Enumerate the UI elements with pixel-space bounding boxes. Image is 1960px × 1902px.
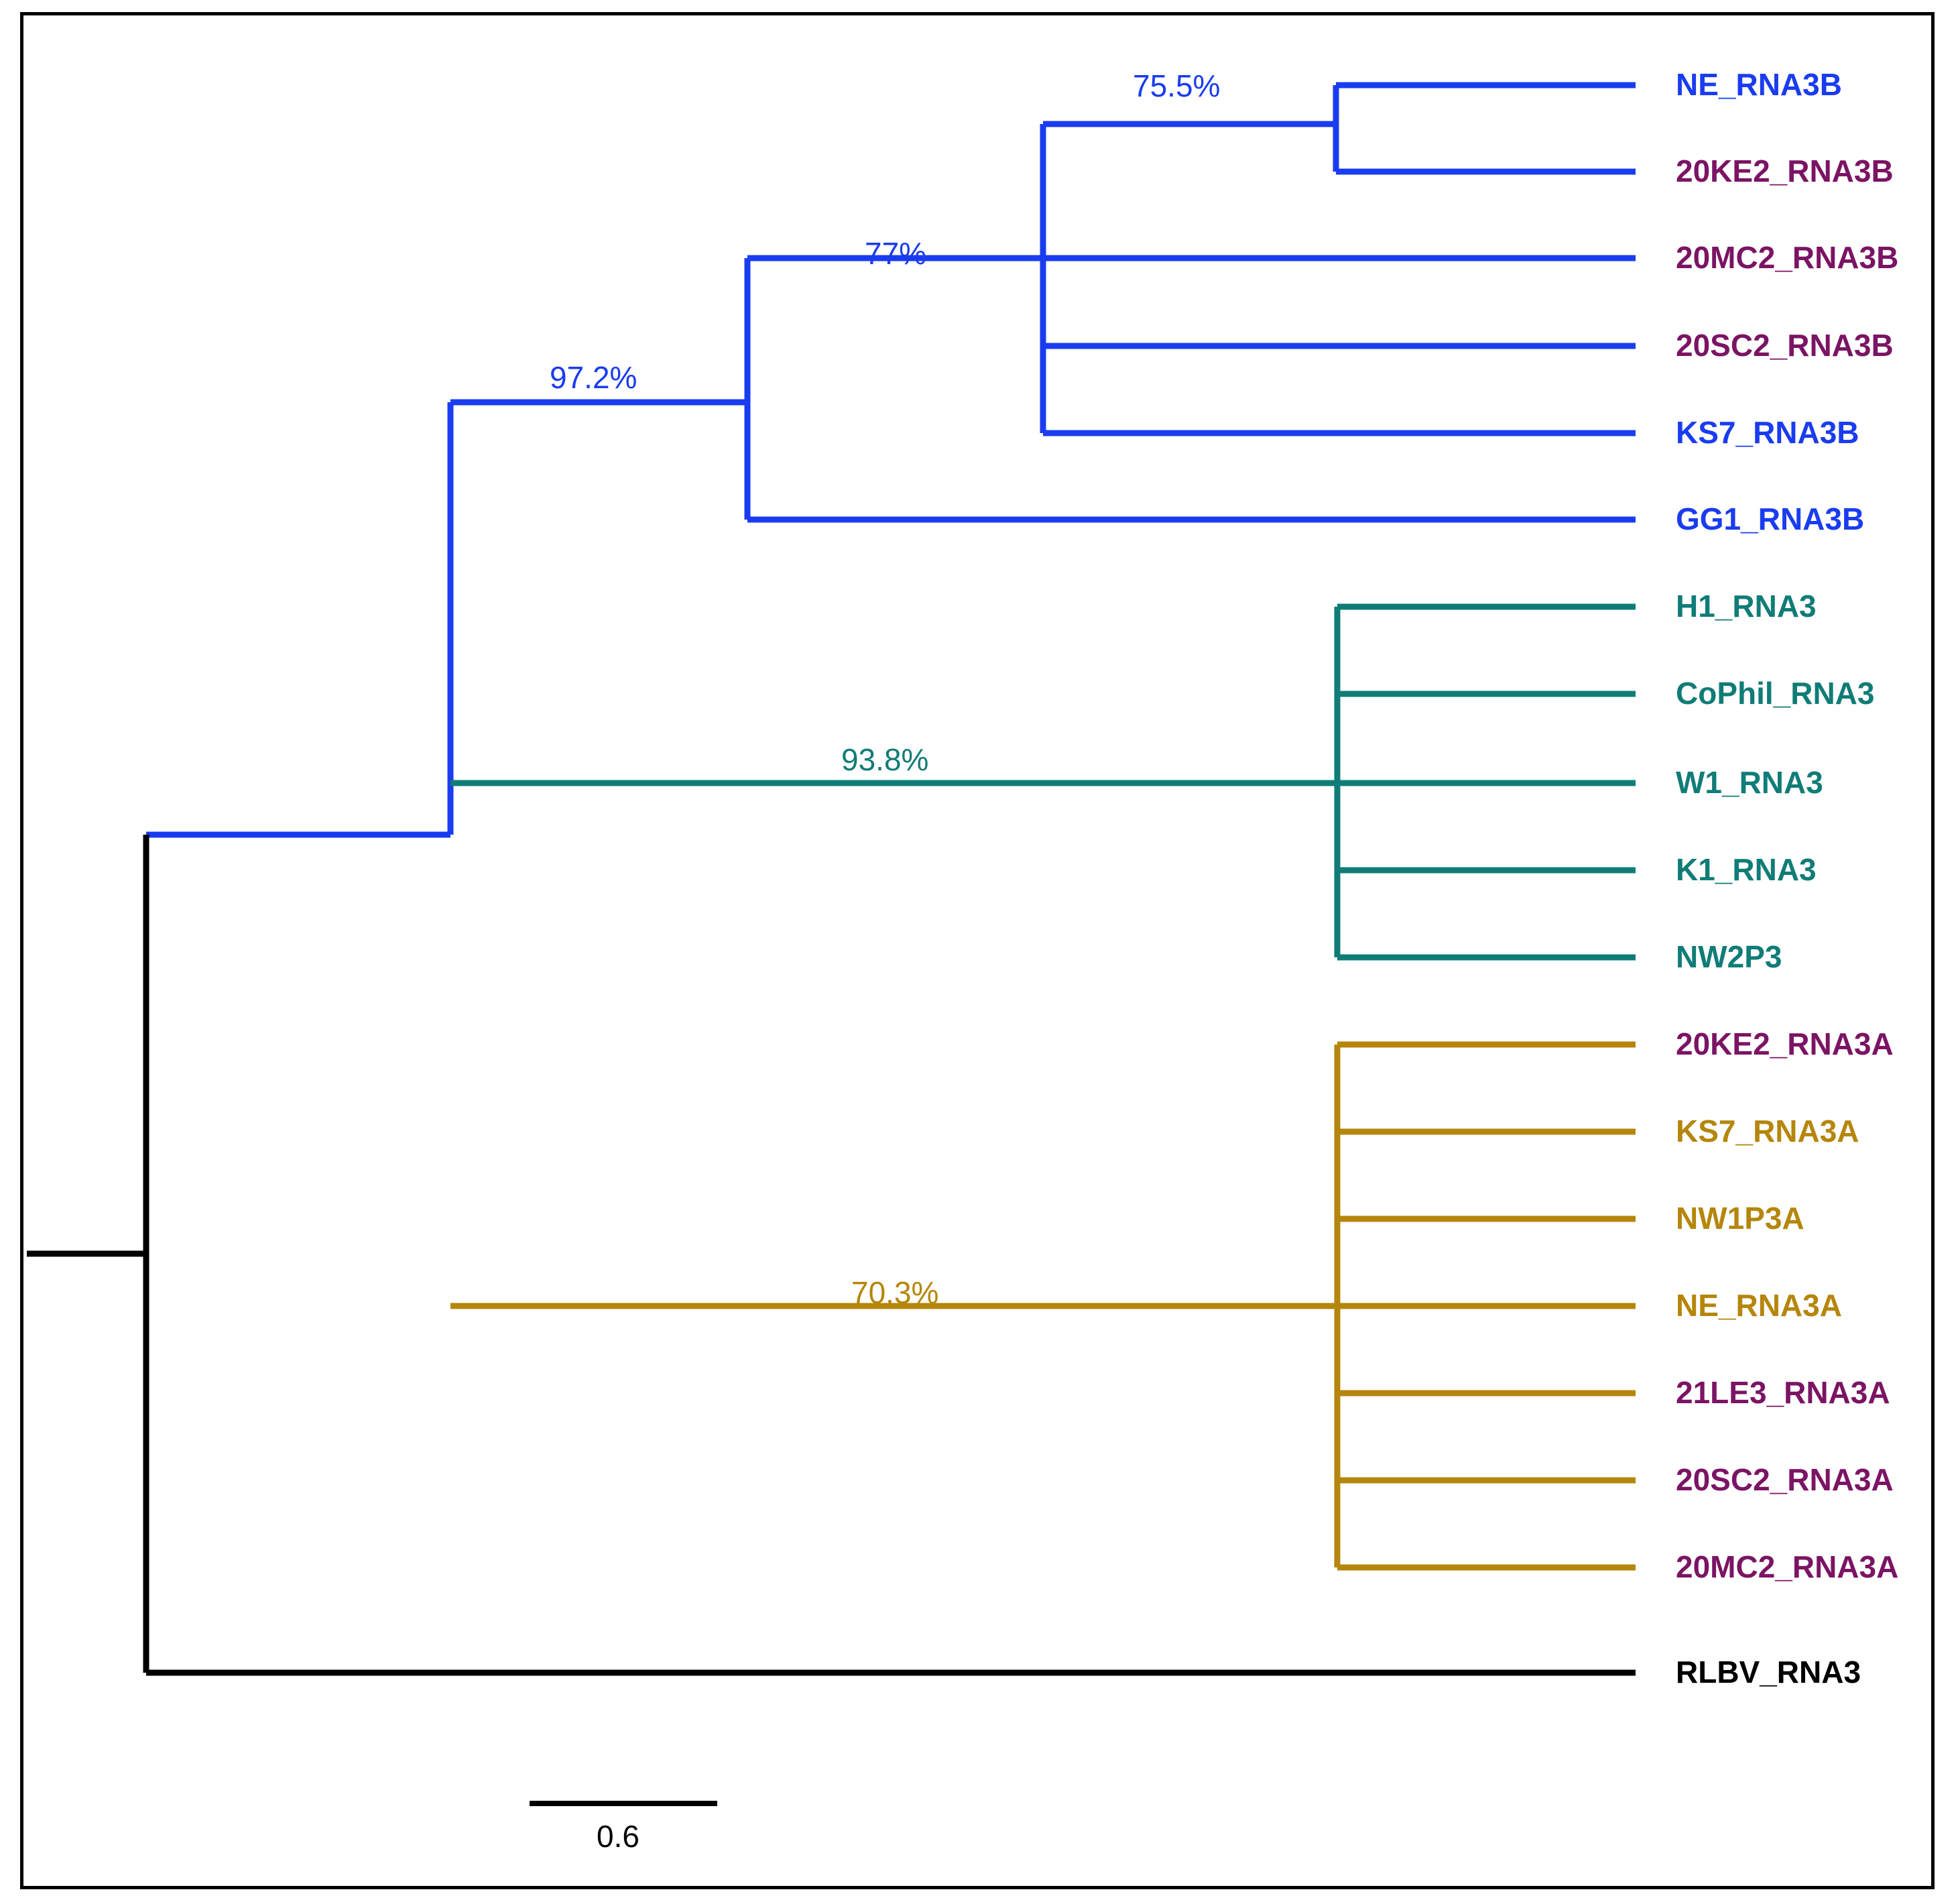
tip-label-ne-rna3a: NE_RNA3A — [1676, 1288, 1842, 1323]
tip-label-k1-rna3: K1_RNA3 — [1676, 852, 1817, 887]
support-value-node-97-2: 97.2% — [550, 360, 637, 395]
tip-label-20ke2-rna3a: 20KE2_RNA3A — [1676, 1026, 1894, 1061]
tip-label-ne-rna3b: NE_RNA3B — [1676, 67, 1842, 102]
tip-label-cophil-rna3: CoPhil_RNA3 — [1676, 676, 1875, 711]
tip-label-nw1p3a: NW1P3A — [1676, 1201, 1804, 1236]
tip-label-20ke2-rna3b: 20KE2_RNA3B — [1676, 154, 1894, 188]
tip-label-h1-rna3: H1_RNA3 — [1676, 589, 1817, 623]
scale-bar-label: 0.6 — [597, 1819, 639, 1854]
tip-label-21le3-rna3a: 21LE3_RNA3A — [1676, 1375, 1890, 1410]
tree-edges — [27, 82, 1636, 1676]
tip-label-20mc2-rna3b: 20MC2_RNA3B — [1676, 240, 1899, 275]
tip-label-20sc2-rna3b: 20SC2_RNA3B — [1676, 328, 1894, 363]
tip-label-20mc2-rna3a: 20MC2_RNA3A — [1676, 1549, 1899, 1584]
support-value-node-70-3: 70.3% — [851, 1275, 939, 1310]
support-value-node-77: 77% — [865, 236, 927, 271]
support-value-node-93-8: 93.8% — [841, 742, 929, 777]
support-value-node-75-5: 75.5% — [1133, 68, 1221, 103]
figure-border — [20, 12, 1935, 1889]
tip-label-20sc2-rna3a: 20SC2_RNA3A — [1676, 1462, 1894, 1497]
tip-label-nw2p3: NW2P3 — [1676, 939, 1782, 974]
tip-label-ks7-rna3a: KS7_RNA3A — [1676, 1114, 1859, 1148]
tip-label-ks7-rna3b: KS7_RNA3B — [1676, 415, 1859, 450]
tip-label-w1-rna3: W1_RNA3 — [1676, 765, 1823, 800]
tip-label-rlbv-rna3: RLBV_RNA3 — [1676, 1655, 1861, 1689]
tip-label-gg1-rna3b: GG1_RNA3B — [1676, 501, 1865, 536]
